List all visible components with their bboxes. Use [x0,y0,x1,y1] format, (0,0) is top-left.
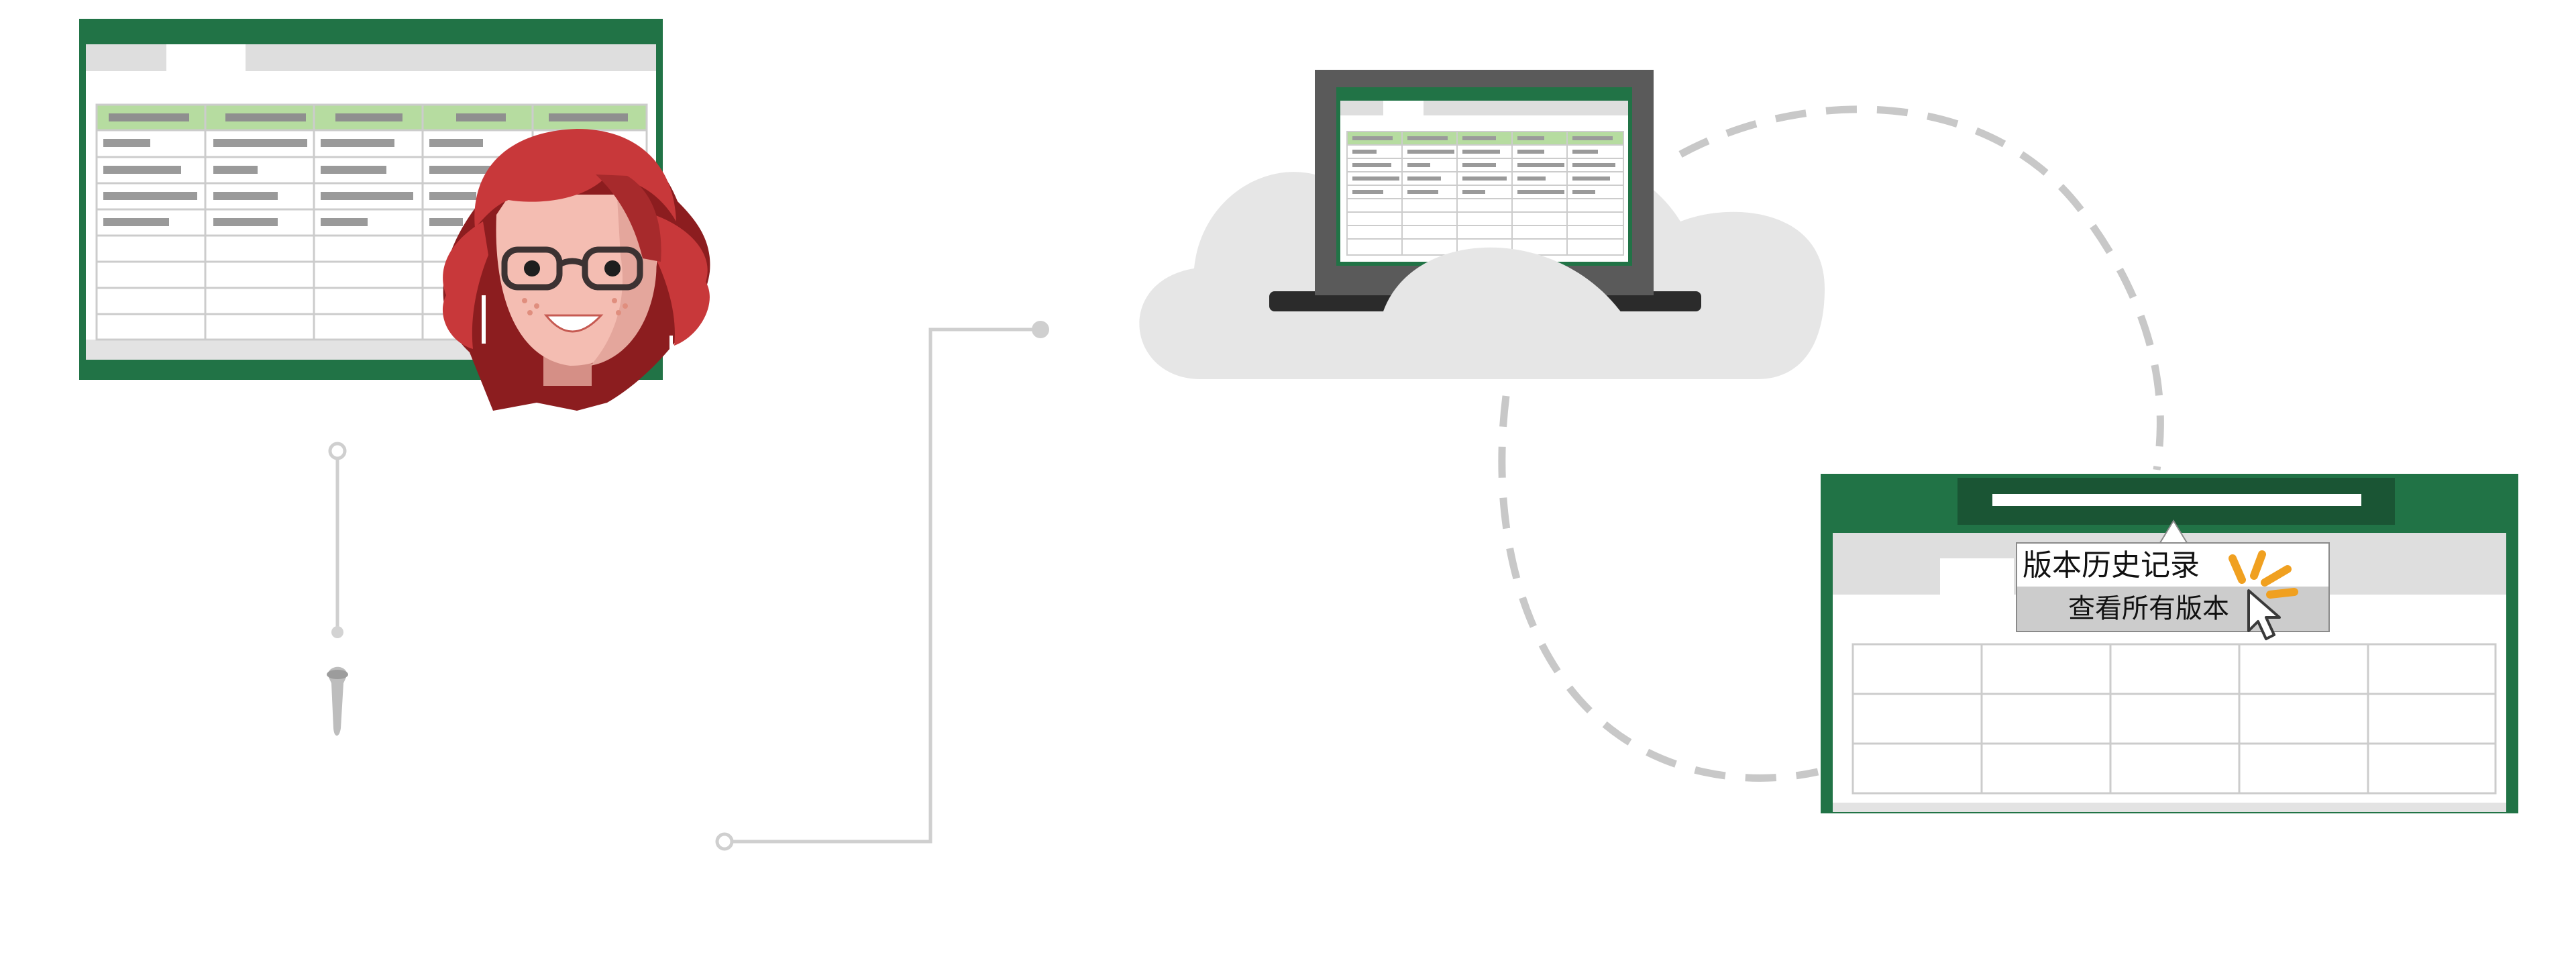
dashed-arc [1498,105,2164,782]
spreadsheet-window-right [1821,474,2518,813]
view-all-versions-item[interactable]: 查看所有版本 [2017,587,2328,631]
version-history-title: 版本历史记录 [2023,548,2200,583]
avatar-woman [442,129,710,411]
connector-dot [1032,321,1049,338]
connector-middle [715,327,1038,851]
connector-left [327,442,348,736]
version-history-menu: 版本历史记录 查看所有版本 [2016,542,2330,632]
spreadsheet-window-left [79,19,663,380]
laptop-icon [1269,70,1701,315]
